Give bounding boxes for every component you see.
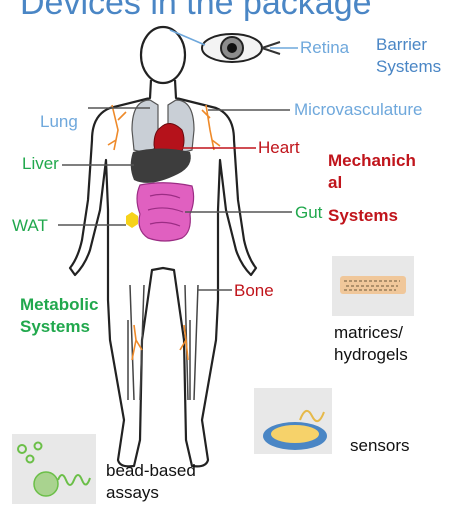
leg-bones [128,285,198,400]
matrices-line-1: matrices/ [334,322,408,344]
label-lung: Lung [40,112,78,132]
mechanical-line-3: Systems [328,206,398,226]
label-heart: Heart [258,138,300,158]
matrices-line-2: hydrogels [334,344,408,366]
label-gut: Gut [295,203,322,223]
label-sensors: sensors [350,436,410,456]
bead-line-1: bead-based [106,460,196,482]
label-microvasculature: Microvasculature [294,100,423,120]
metabolic-line-2: Systems [20,316,98,338]
sensor-icon [254,388,332,454]
matrices-hydrogels-icon [332,256,414,316]
bead-line-2: assays [106,482,196,504]
barrier-line-1: Barrier [376,34,441,56]
label-barrier-systems: Barrier Systems [376,34,441,78]
label-mechanical-systems: Mechanich al [328,150,416,194]
label-bead-based-assays: bead-based assays [106,460,196,504]
barrier-line-2: Systems [376,56,441,78]
label-bone: Bone [234,281,274,301]
label-matrices-hydrogels: matrices/ hydrogels [334,322,408,366]
eye-icon [202,34,280,62]
label-metabolic-systems: Metabolic Systems [20,294,98,338]
label-liver: Liver [22,154,59,174]
wat-organ [126,212,138,228]
bead-icon [12,434,96,504]
metabolic-line-1: Metabolic [20,294,98,316]
mechanical-line-2: al [328,172,416,194]
body-silhouette [70,27,256,466]
mechanical-line-1: Mechanich [328,150,416,172]
label-wat: WAT [12,216,48,236]
label-retina: Retina [300,38,349,58]
liver-organ [131,149,191,183]
